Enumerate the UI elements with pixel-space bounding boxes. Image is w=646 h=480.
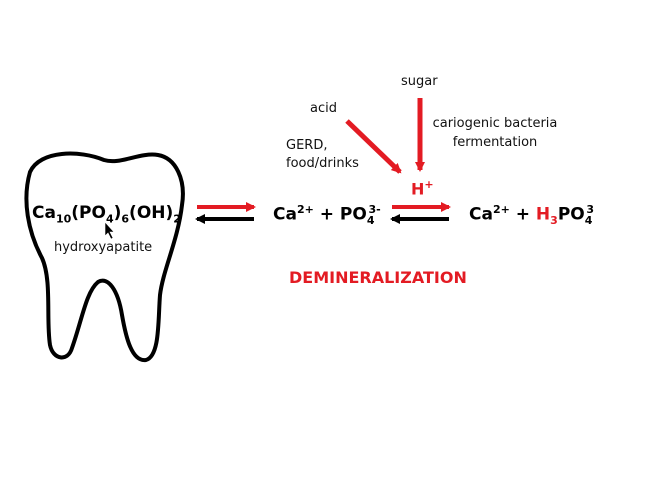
acid-label: acid: [310, 101, 337, 116]
tooth-icon: [24, 151, 185, 362]
middle-products: Ca2+ + PO43-: [273, 203, 381, 228]
hydroxyapatite-label: hydroxyapatite: [54, 240, 153, 255]
hydrogen-ion: H+: [411, 178, 434, 199]
right-products: Ca2+ + H3PO43: [469, 203, 595, 228]
gerd-label: GERD, food/drinks: [286, 138, 359, 171]
sugar-label: sugar: [401, 74, 438, 89]
acid-arrow: [345, 119, 402, 174]
mouse-pointer-icon: [104, 221, 115, 240]
bacteria-label: cariogenic bacteria fermentation: [432, 116, 558, 150]
hydroxyapatite-formula: Ca10(PO4)6(OH)2: [32, 203, 181, 226]
demineralization-label: DEMINERALIZATION: [289, 268, 467, 287]
